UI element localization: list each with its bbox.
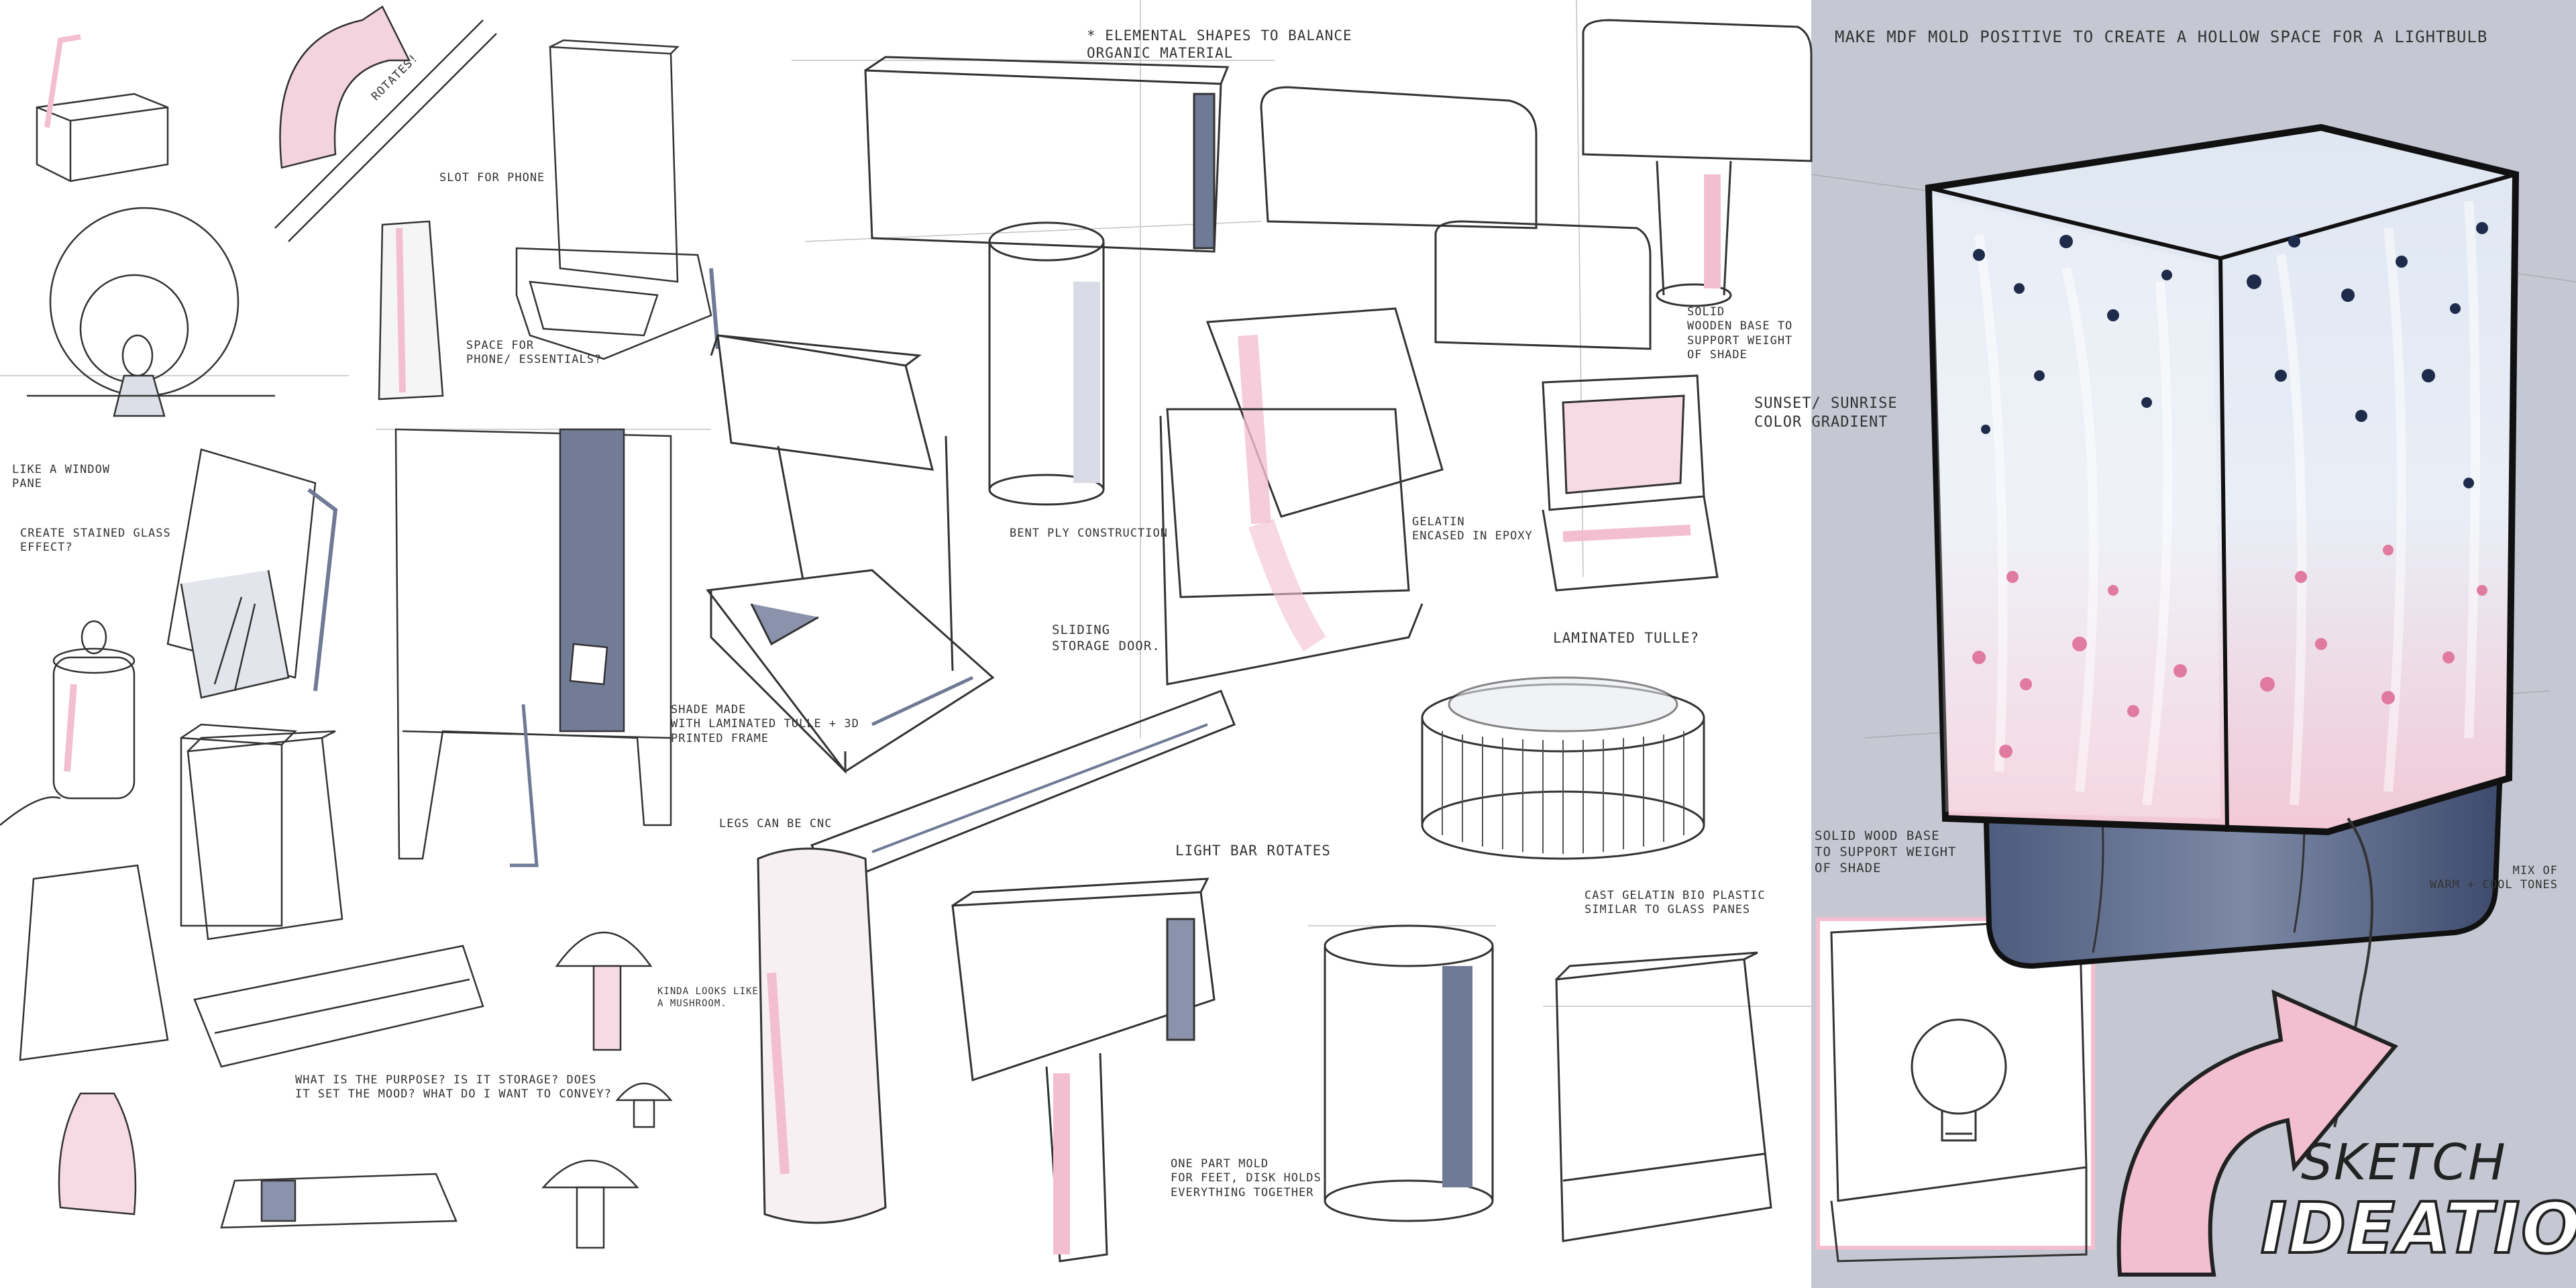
sketch-shade-on-base [1159,307,1444,686]
note-solid-base-top: SOLID WOODEN BASE TO SUPPORT WEIGHT OF S… [1687,305,1793,362]
note-space-for-phone: SPACE FOR PHONE/ ESSENTIALS? [466,339,602,367]
title-ideation: IDEATION. [2259,1186,2576,1271]
note-cast-gelatin: CAST GELATIN BIO PLASTIC SIMILAR TO GLAS… [1585,889,1766,917]
note-mushroom: KINDA LOOKS LIKE A MUSHROOM. [657,986,759,1009]
note-slot-for-phone: SLOT FOR PHONE [439,171,545,184]
sketch-boxed-lantern [1542,374,1719,592]
note-legs-cnc: LEGS CAN BE CNC [719,817,833,830]
sketch-rotating-arrow [274,5,497,242]
note-shade-made: SHADE MADE WITH LAMINATED TULLE + 3D PRI… [671,703,859,745]
sketch-light-bar [757,690,1236,1224]
note-gelatin-epoxy: GELATIN ENCASED IN EPOXY [1412,515,1533,543]
sketch-small-box-lamp [36,34,169,182]
note-solid-wood-base: SOLID WOOD BASE TO SUPPORT WEIGHT OF SHA… [1815,828,1957,875]
note-elemental-shapes: * ELEMENTAL SHAPES TO BALANCE ORGANIC MA… [1087,28,1352,62]
title-sketch: SKETCH [2301,1134,2507,1191]
sketch-small-teardrop [58,1092,137,1216]
sketch-tall-cylinder [1324,924,1494,1222]
note-sliding-door: SLIDING STORAGE DOOR. [1052,623,1161,653]
note-light-bar-rotates: LIGHT BAR ROTATES [1175,843,1331,859]
sketch-disc-lamp [27,207,275,417]
sketch-rounded-boxes [1260,19,1813,350]
note-laminated-tulle: LAMINATED TULLE? [1553,630,1700,646]
sketch-wedge-stand [378,220,444,400]
sketch-tall-frame [19,723,297,1061]
note-sunset-gradient: SUNSET/ SUNRISE COLOR GRADIENT [1754,395,1898,431]
sketch-cube-lamp [186,730,343,941]
sketch-bulb-in-box [1816,917,2095,1263]
sketch-glass-cube [1555,951,1772,1242]
sketch-mushroom-lamps [541,931,673,1249]
note-stained-glass: CREATE STAINED GLASS EFFECT? [20,527,171,555]
note-mdf-mold: MAKE MDF MOLD POSITIVE TO CREATE A HOLLO… [1835,28,2488,46]
note-bent-ply: BENT PLY CONSTRUCTION [1010,527,1168,540]
sketch-arch-frame [394,428,672,867]
sketch-window-lamp [166,448,338,699]
note-mix-warm-cool: MIX OF WARM + COOL TONES [2430,864,2558,892]
sketch-phone-dock [515,39,720,360]
sketch-long-tray [193,945,484,1068]
note-one-part-mold: ONE PART MOLD FOR FEET, DISK HOLDS EVERY… [1171,1157,1322,1199]
sketch-bent-ply-lamp [706,334,995,774]
sketch-cube-shade-cylinder [864,56,1230,506]
sketch-drum-lamp [1421,676,1705,860]
sketch-low-base [220,1173,458,1229]
sketch-cylinder-lamp [0,620,136,826]
sketch-shade-box [951,877,1216,1263]
hero-lamp [1925,123,2520,1128]
pink-arrow [2116,989,2398,1277]
note-window-pane: LIKE A WINDOW PANE [12,463,111,491]
note-purpose: WHAT IS THE PURPOSE? IS IT STORAGE? DOES… [295,1073,612,1102]
